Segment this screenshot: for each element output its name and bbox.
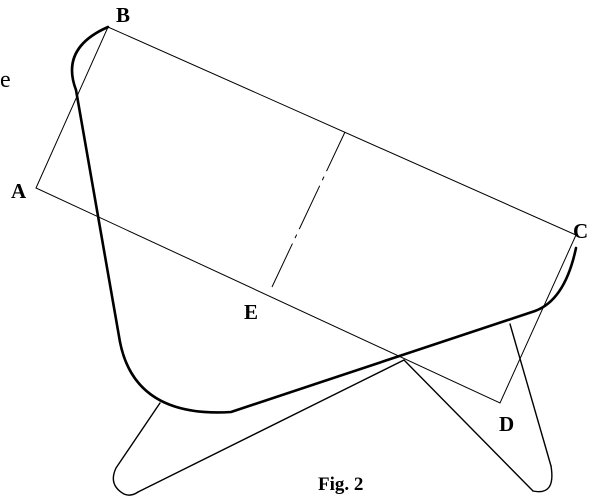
rear-leg-left-line <box>403 359 534 492</box>
rectangle-abcd <box>35 26 577 404</box>
front-leg-inner-line <box>137 359 405 493</box>
label-d: D <box>499 412 514 436</box>
front-leg-outer <box>112 402 161 496</box>
center-dashdot-line <box>271 131 346 288</box>
label-a: A <box>11 179 27 203</box>
label-b: B <box>116 3 130 27</box>
text-fragment-e: e <box>0 67 11 93</box>
rear-leg-right-line <box>509 323 552 467</box>
rear-leg-foot <box>532 465 553 493</box>
label-e: E <box>244 300 258 324</box>
chair-seat-outline <box>70 25 578 414</box>
figure-caption: Fig. 2 <box>318 474 363 495</box>
label-c: C <box>573 219 588 243</box>
